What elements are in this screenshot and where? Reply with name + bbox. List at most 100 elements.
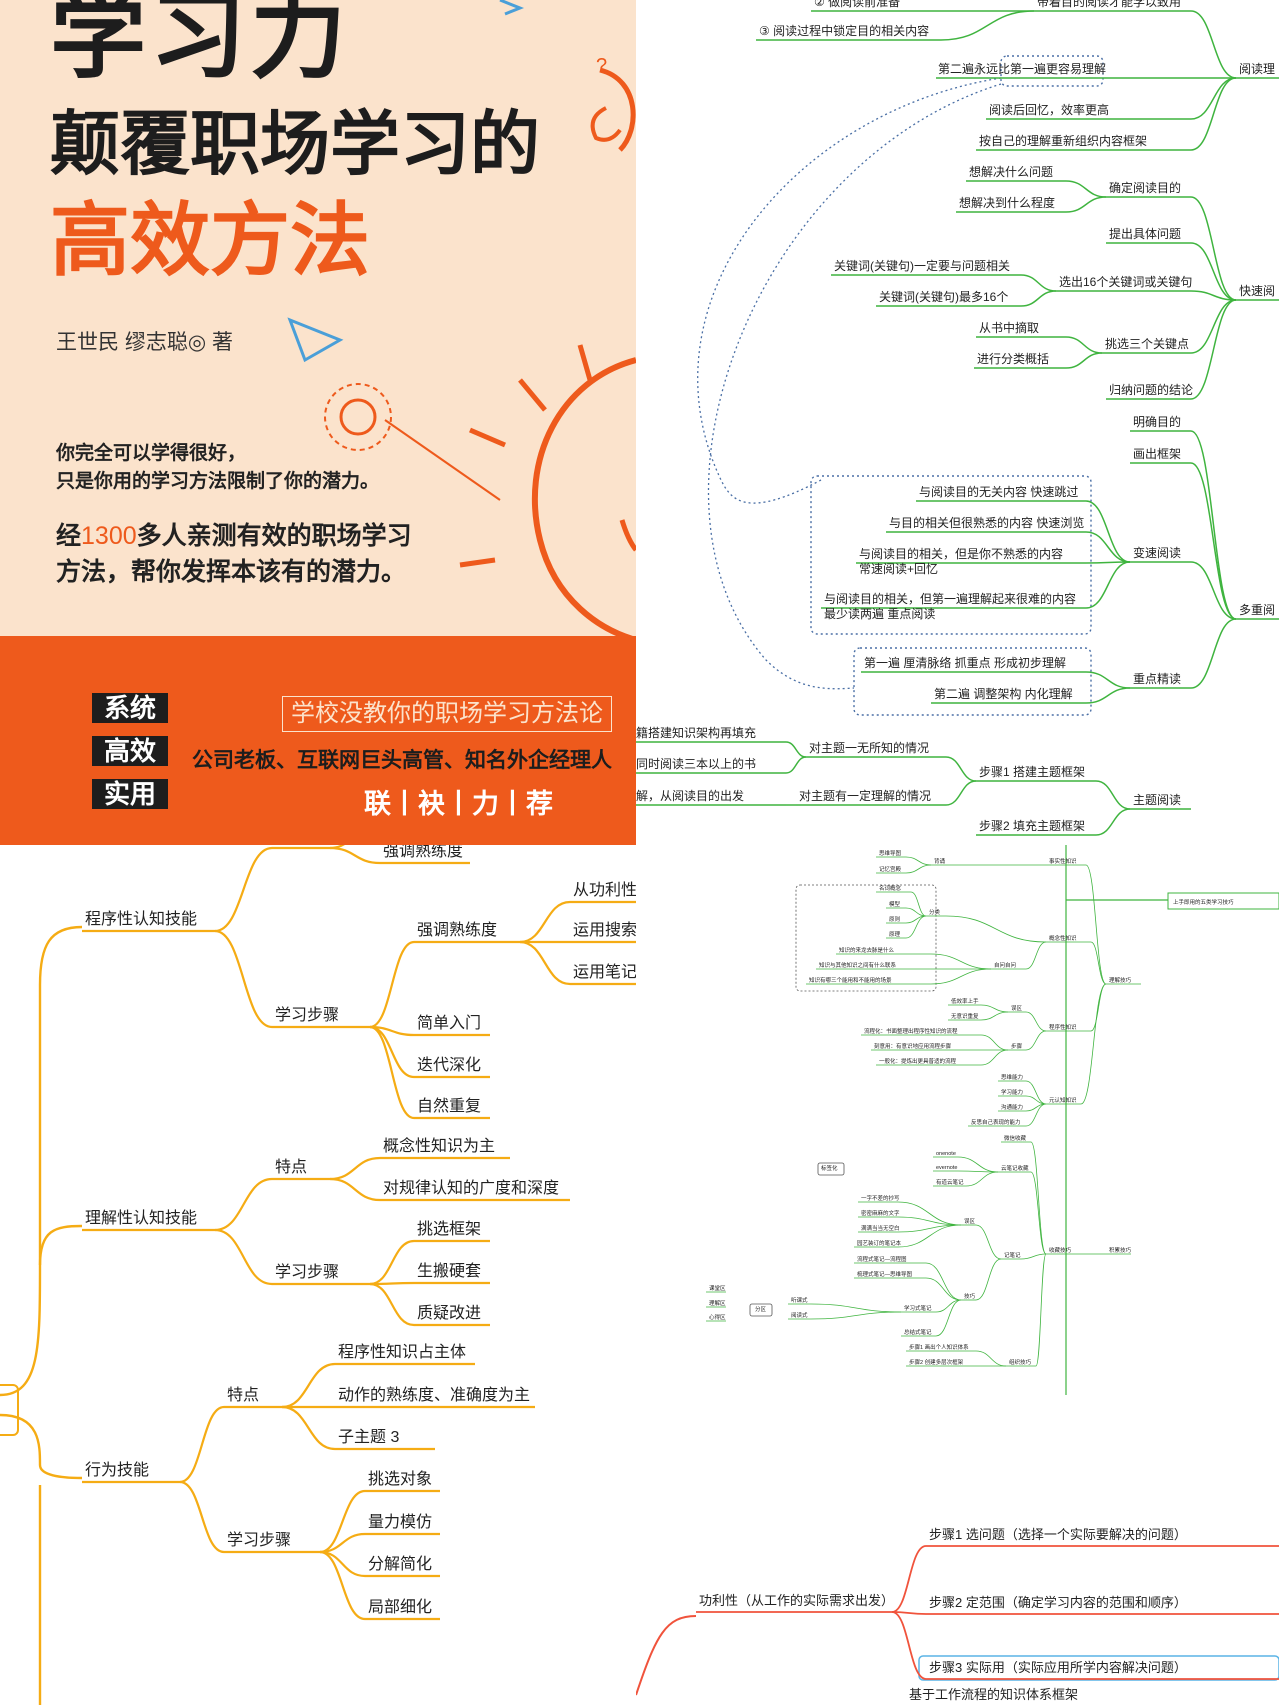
branch-connector [1190,77,1237,151]
mindmap-node-s47: 记笔记 [1004,1251,1021,1259]
mindmap-node-g31: 籍搭建知识架构再填充 [636,725,756,740]
branch-connector [1190,299,1237,354]
branch-connector [214,1228,273,1286]
mindmap-node-s37: 满满当当无空白 [861,1224,900,1232]
mindmap-node-y12: 自然重复 [417,1097,481,1115]
mindmap-node-s10: 概念性知识 [1049,934,1077,942]
branch-connector [891,1545,927,1613]
root-trunk [0,925,83,1397]
mindmap-node-g13: 选出16个关键词或关键句 [1059,275,1192,289]
mindmap-node-g12: 关键词(关键句)一定要与问题相关 [834,258,1010,273]
mindmap-node-y14: 特点 [275,1158,307,1176]
mindmap-node-y11: 迭代深化 [417,1056,481,1074]
mindmap-node-g1: ② 做阅读前准备 [814,0,900,9]
root-node-box [1167,892,1279,910]
cover-bottom-band: 系统 高效 实用 学校没教你的职场学习方法论 公司老板、互联网巨头高管、知名外企… [0,636,636,845]
skills-mindmap: 要先理解特点强调熟练度程序性认知技能从功利性强调熟练度运用搜索运用笔记学习步骤简… [0,845,636,1705]
branch-connector [1065,180,1107,198]
mindmap-node-g9: 确定阅读目的 [1109,180,1181,195]
branch-connector [810,1303,902,1313]
branch-connector [281,1405,336,1451]
branch-connector [1030,1141,1047,1255]
cover-title-line1: 颠覆职场学习的 [50,103,540,185]
tag-box [749,1303,773,1317]
mindmap-node-y17: 挑选框架 [417,1220,481,1238]
branch-connector [1020,274,1057,292]
reading-mindmap: ② 做阅读前准备 带着目的阅读才能学以致用 ③ 阅读过程中锁定目的相关内容第二遍永远… [636,0,1279,845]
mindmap-node-g19: 归纳问题的结论 [1109,382,1193,397]
mindmap-node-s1: 思维导图 [879,849,902,857]
mindmap-node-g4: 第二遍永远比第一遍更容易理解 [938,61,1106,76]
mindmap-node-g34: 步骤1 搭建主题框架 [979,765,1085,779]
branch-connector [925,1277,962,1301]
mindmap-node-s51: 理解区 [709,1299,726,1307]
cover-endorse-tail: 联丨袂丨力丨荐 [364,789,553,819]
mindmap-node-y3: 强调熟练度 [383,845,463,860]
mindmap-node-s30: onenote [936,1151,956,1157]
branch-connector [980,1004,1009,1013]
branch-connector [369,1025,415,1120]
branch-connector [905,915,927,939]
branch-connector [329,845,345,850]
mindmap-node-r4: 步骤3 实际用（实际应用所学内容解决问题） [929,1660,1187,1675]
branch-connector [1065,352,1103,369]
mindmap-node-s43: 阅读式 [791,1311,808,1319]
branch-connector [940,10,1035,41]
branch-connector [179,1405,225,1484]
branch-connector [1065,336,1103,354]
mindmap-node-g30: 重点精读 [1133,672,1181,686]
branch-connector [785,741,807,758]
branch-connector [1035,1253,1047,1367]
mindmap-node-s23: 程序性知识 [1049,1023,1077,1031]
mindmap-node-s38: 园艺装订的笔记本 [857,1239,902,1247]
mindmap-node-s24: 思维能力 [1001,1073,1023,1081]
branch-connector [785,756,807,774]
badge-efficient: 高效 [92,736,169,766]
cover-claim-line2: 方法，帮你发挥本该有的潜力。 [56,558,407,586]
mindmap-node-r1: 步骤1 选问题（选择一个实际要解决的问题） [929,1527,1187,1542]
mindmap-node-y25: 行为技能 [85,1461,149,1479]
mindmap-node-g35: 解，从阅读目的出发 [636,788,744,803]
mindmap-node-y8: 运用笔记 [573,963,636,981]
branch-connector [1190,290,1237,301]
mindmap-node-s55: 步骤2 创建多层次框架 [909,1358,964,1366]
mindmap-node-r3: 步骤2 定范围（确定学习内容的范围和顺序） [929,1595,1187,1610]
branch-connector [975,1350,1007,1367]
branch-connector [1025,1080,1047,1105]
branch-connector [930,953,992,970]
mindmap-node-g28: 第一遍 厘清脉络 抓重点 形成初步理解 [864,655,1066,670]
root-trunk [636,1615,697,1696]
mindmap-node-y21: 程序性知识占主体 [338,1343,466,1361]
mindmap-node-g2: 带着目的阅读才能学以致用 [1037,0,1181,9]
branch-connector [957,1170,999,1173]
mindmap-node-g14: 快速阅 [1239,284,1275,298]
branch-connector [1190,618,1237,689]
mindmap-node-y22: 特点 [227,1386,259,1404]
branch-connector [897,1224,962,1248]
mindmap-node-g26b: 最少读两遍 重点阅读 [824,607,935,621]
mindmap-node-s52: 心得区 [709,1313,726,1321]
mindmap-node-y19: 生搬硬套 [417,1262,481,1280]
branch-connector [329,1156,381,1181]
dashed-group-box [795,884,937,992]
branch-connector [891,1611,927,1615]
mindmap-node-g3: ③ 阅读过程中锁定目的相关内容 [759,23,929,38]
branch-connector [1065,196,1107,213]
mindmap-node-g18: 进行分类概括 [977,351,1049,366]
branch-connector [281,1362,336,1409]
mindmap-node-s13: 知识有哪三个能用和不能用的场景 [809,976,892,984]
mindmap-node-y20: 质疑改进 [417,1304,481,1322]
branch-connector [897,1201,962,1226]
mindmap-node-s44: 学习式笔记 [904,1304,932,1312]
root-node-box [0,1384,19,1436]
branch-connector [935,1299,962,1313]
mindmap-node-s4: 事实性知识 [1049,857,1077,865]
mindmap-node-s17: 无意识重复 [951,1012,979,1020]
mindmap-node-s16: 低效率上手 [951,997,979,1005]
branch-connector [1090,941,1107,985]
mindmap-node-y6: 强调熟练度 [417,921,497,939]
branch-connector [891,1611,927,1680]
branch-connector [1085,531,1131,563]
mindmap-node-s7: 原则 [889,915,900,923]
mindmap-node-y26: 挑选对象 [368,1470,432,1488]
